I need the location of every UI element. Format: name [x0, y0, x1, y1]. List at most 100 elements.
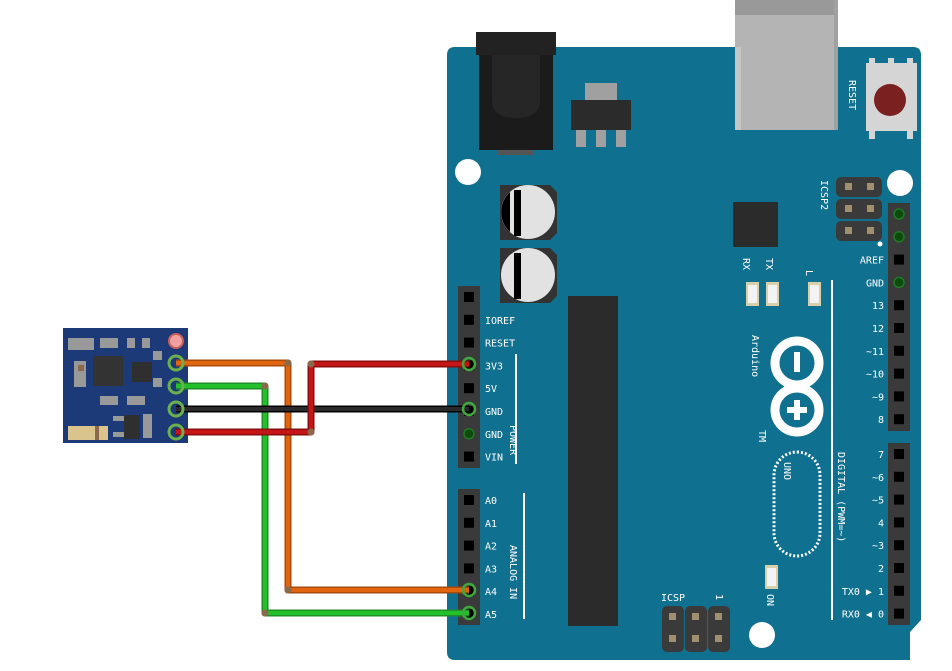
header-pin — [894, 471, 904, 482]
module-pin-scl — [167, 354, 185, 372]
pin-label: GND — [485, 407, 503, 418]
pin-label: 12 — [872, 324, 884, 335]
header-pin — [894, 608, 904, 619]
led — [808, 282, 821, 306]
led-on — [765, 565, 778, 589]
pin-label: AREF — [860, 256, 884, 267]
pcb — [447, 47, 921, 660]
sensor-chip — [93, 356, 123, 386]
header-pin — [894, 563, 904, 573]
pin-label: ~11 — [866, 347, 884, 358]
header-pin — [894, 494, 904, 505]
icsp2-label: ICSP2 — [818, 180, 829, 210]
mounting-hole — [749, 622, 775, 648]
pin-label: ~9 — [872, 392, 884, 403]
led — [766, 282, 779, 306]
digital-header-upper — [888, 203, 910, 431]
trademark: TM — [756, 430, 767, 442]
pin-label: A2 — [485, 542, 497, 553]
pin-label: A1 — [485, 519, 497, 530]
pin-label: ~5 — [872, 496, 884, 507]
power-group-label: POWER — [507, 425, 518, 456]
mounting-hole — [455, 159, 481, 185]
vcc-wire — [176, 362, 469, 434]
header-pin — [464, 495, 474, 505]
header-pin — [894, 368, 904, 379]
pin-label: 8 — [878, 415, 884, 426]
module-pin-vcc — [167, 423, 185, 441]
header-pin — [894, 391, 904, 402]
header-pin — [894, 414, 904, 425]
header-pin — [894, 323, 904, 333]
header-pin — [893, 208, 905, 220]
uno-badge — [772, 450, 822, 558]
header-pin — [894, 254, 904, 265]
pin-label: 7 — [878, 450, 884, 461]
header-pin — [464, 540, 474, 551]
arduino-brand: Arduino — [749, 335, 760, 377]
pin-label: 4 — [878, 518, 884, 529]
header-pin — [464, 292, 474, 302]
tx-label: TX — [763, 258, 774, 270]
power-header — [458, 286, 480, 468]
module-pin-gnd — [167, 400, 185, 418]
reset-button[interactable] — [866, 58, 917, 139]
header-pin — [894, 540, 904, 551]
header-pin — [894, 585, 904, 596]
pin-label: RESET — [485, 339, 515, 350]
capacitor — [500, 185, 557, 240]
analog-group-label: ANALOG IN — [507, 545, 518, 599]
header-pin — [893, 231, 905, 243]
header-pin — [464, 314, 474, 325]
pin-label: 5V — [485, 384, 497, 395]
icsp2-header — [836, 177, 883, 247]
pin-label: 3V3 — [485, 361, 503, 372]
scl-wire-outline — [176, 359, 469, 594]
icsp-header — [662, 606, 730, 652]
pin-label: A5 — [485, 610, 497, 621]
capacitor — [500, 248, 557, 303]
pin-label: A3 — [485, 564, 497, 575]
header-pin — [894, 345, 904, 356]
header-pin — [893, 276, 905, 289]
pin-label: 13 — [872, 301, 884, 312]
l-label: L — [803, 270, 814, 276]
module-pins — [167, 354, 185, 441]
connected-board-pins — [461, 356, 477, 621]
uno-label: UNO — [781, 462, 792, 480]
header-pin — [463, 428, 475, 440]
pin-label: ~3 — [872, 541, 884, 552]
icsp-label: ICSP — [661, 593, 685, 604]
sda-wire — [176, 384, 469, 615]
wires — [176, 359, 469, 617]
reset-label: RESET — [846, 80, 857, 110]
header-pin — [464, 517, 474, 528]
header-pin — [894, 517, 904, 528]
pin-label: ~10 — [866, 370, 884, 381]
pin-label: ~6 — [872, 473, 884, 484]
header-pin — [894, 300, 904, 311]
header-pin — [464, 383, 474, 394]
voltage-regulator — [571, 83, 631, 147]
header-pin — [464, 337, 474, 348]
header-pin — [894, 449, 904, 459]
arduino-logo — [770, 336, 824, 437]
pin-label: A0 — [485, 496, 497, 507]
header-pin — [464, 563, 474, 574]
module-pin-sda — [167, 377, 185, 395]
sensor-module — [63, 328, 188, 443]
pin-label: GND — [485, 430, 503, 441]
digital-group-label: DIGITAL (PWM=~) — [835, 452, 846, 542]
arduino-board: RESET — [447, 0, 921, 660]
vcc-wire-outline — [176, 360, 469, 436]
pin-label: TX0 ▶ 1 — [842, 587, 884, 598]
scl-wire — [176, 361, 469, 592]
mounting-hole — [887, 170, 913, 196]
usb-chip — [733, 202, 778, 247]
on-label: ON — [764, 594, 775, 606]
pin-label: GND — [866, 278, 884, 289]
analog-header — [458, 489, 480, 625]
digital-header-lower — [888, 443, 910, 625]
pin-label: 2 — [878, 564, 884, 575]
